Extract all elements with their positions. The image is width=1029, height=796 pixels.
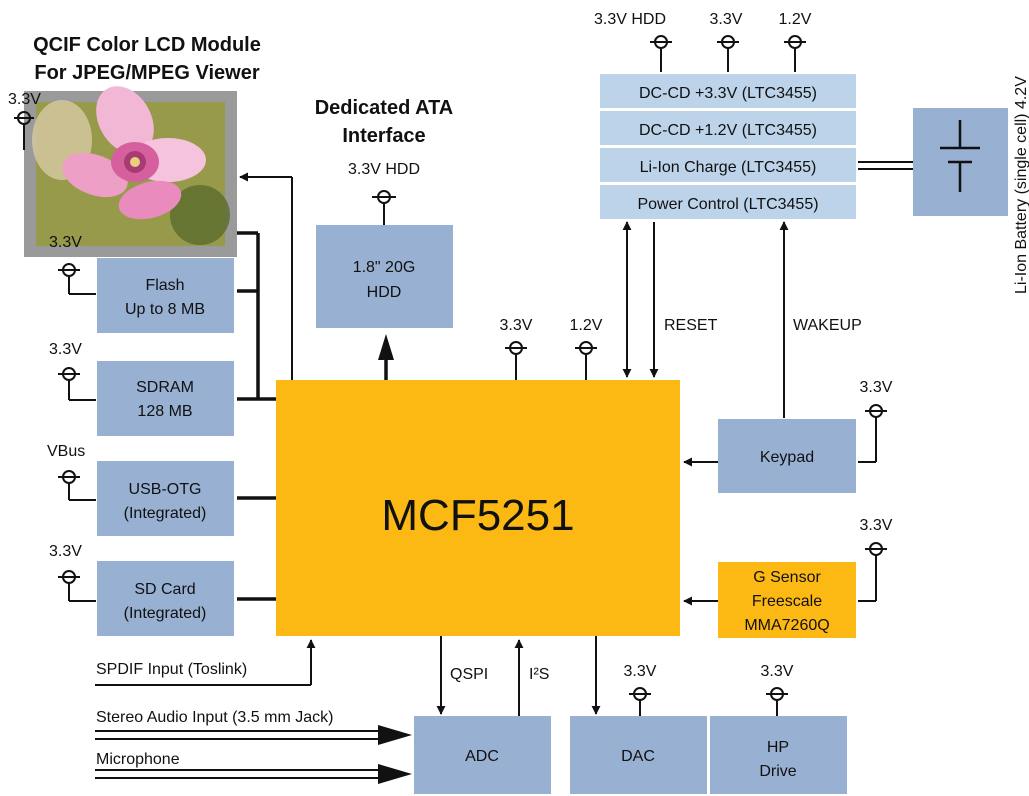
lcd-title-line2: For JPEG/MPEG Viewer (34, 62, 259, 84)
sd-card-block: SD Card (Integrated) (97, 561, 234, 636)
dac-block: DAC (570, 716, 707, 794)
battery-link (858, 161, 913, 170)
svg-text:3.3V: 3.3V (49, 234, 82, 251)
cpu-rail-12: 1.2V (570, 317, 603, 380)
power-row: DC-CD +1.2V (LTC3455) (639, 122, 817, 139)
power-tap-sdram: 3.3V (49, 341, 96, 401)
keypad-block: Keypad (718, 419, 856, 493)
svg-text:HDD: HDD (367, 284, 402, 301)
battery-label: Li-Ion Battery (single cell) 4.2V (1013, 76, 1029, 294)
usb-otg-block: USB-OTG (Integrated) (97, 461, 234, 536)
svg-text:USB-OTG: USB-OTG (129, 481, 202, 498)
svg-text:SD Card: SD Card (134, 581, 195, 598)
svg-text:Flash: Flash (145, 277, 184, 294)
svg-text:MMA7260Q: MMA7260Q (744, 617, 829, 634)
flash-block: Flash Up to 8 MB (97, 258, 234, 333)
svg-text:1.2V: 1.2V (779, 11, 812, 28)
lcd-title-line1: QCIF Color LCD Module (33, 34, 261, 56)
power-tap-hdd: 3.3V HDD (348, 161, 420, 225)
svg-text:128 MB: 128 MB (137, 403, 192, 420)
adc-block: ADC (414, 716, 551, 794)
battery-block (913, 108, 1008, 216)
power-tap-hp: 3.3V (761, 663, 794, 716)
svg-text:G Sensor: G Sensor (753, 569, 821, 586)
power-tap-flash: 3.3V (49, 234, 96, 295)
svg-text:SDRAM: SDRAM (136, 379, 194, 396)
power-management-block: DC-CD +3.3V (LTC3455) DC-CD +1.2V (LTC34… (600, 74, 856, 219)
svg-text:3.3V: 3.3V (49, 543, 82, 560)
svg-text:VBus: VBus (47, 443, 85, 460)
power-tap-sd: 3.3V (49, 543, 96, 602)
reset-label: RESET (664, 317, 718, 334)
hdd-block: 1.8" 20G HDD (316, 225, 453, 328)
ata-title-line2: Interface (342, 125, 425, 147)
power-row: DC-CD +3.3V (LTC3455) (639, 85, 817, 102)
i2s-label: I²S (529, 666, 549, 683)
svg-text:3.3V HDD: 3.3V HDD (594, 11, 666, 28)
cpu-label: MCF5251 (381, 491, 574, 540)
svg-text:Up to 8 MB: Up to 8 MB (125, 301, 205, 318)
ata-title-line1: Dedicated ATA (315, 97, 454, 119)
lcd-module (24, 86, 237, 257)
svg-text:Microphone: Microphone (96, 751, 180, 768)
svg-text:1.2V: 1.2V (570, 317, 603, 334)
svg-text:ADC: ADC (465, 748, 499, 765)
power-tap-keypad: 3.3V (858, 379, 893, 463)
svg-text:DAC: DAC (621, 748, 655, 765)
cpu-block: MCF5251 (276, 380, 680, 636)
spdif-label: SPDIF Input (Toslink) (96, 661, 247, 678)
svg-text:HP: HP (767, 739, 789, 756)
svg-text:3.3V HDD: 3.3V HDD (348, 161, 420, 178)
power-rails-top: 3.3V HDD 3.3V 1.2V (594, 11, 812, 72)
svg-text:3.3V: 3.3V (624, 663, 657, 680)
power-row: Power Control (LTC3455) (637, 196, 818, 213)
svg-text:3.3V: 3.3V (761, 663, 794, 680)
power-row: Li-Ion Charge (LTC3455) (640, 159, 817, 176)
svg-text:3.3V: 3.3V (860, 379, 893, 396)
svg-text:3.3V: 3.3V (500, 317, 533, 334)
svg-text:(Integrated): (Integrated) (124, 505, 207, 522)
svg-text:Keypad: Keypad (760, 449, 814, 466)
svg-text:Drive: Drive (759, 763, 796, 780)
qspi-label: QSPI (450, 666, 488, 683)
svg-text:3.3V: 3.3V (49, 341, 82, 358)
svg-text:Freescale: Freescale (752, 593, 822, 610)
power-tap-lcd: 3.3V (8, 91, 41, 150)
svg-text:(Integrated): (Integrated) (124, 605, 207, 622)
svg-text:Stereo Audio Input (3.5 mm Jac: Stereo Audio Input (3.5 mm Jack) (96, 709, 333, 726)
wakeup-label: WAKEUP (793, 317, 862, 334)
gsensor-block: G Sensor Freescale MMA7260Q (718, 562, 856, 638)
svg-text:3.3V: 3.3V (710, 11, 743, 28)
sdram-block: SDRAM 128 MB (97, 361, 234, 436)
power-tap-usb: VBus (47, 443, 96, 501)
hp-drive-block: HP Drive (710, 716, 847, 794)
svg-text:1.8" 20G: 1.8" 20G (353, 259, 416, 276)
stereo-audio-input: Stereo Audio Input (3.5 mm Jack) (95, 709, 412, 745)
power-tap-gsensor: 3.3V (858, 517, 893, 602)
memory-bus (237, 231, 276, 601)
power-tap-dac: 3.3V (624, 663, 657, 716)
ata-arrow (378, 334, 394, 380)
microphone-input: Microphone (95, 751, 412, 784)
svg-text:3.3V: 3.3V (8, 91, 41, 108)
cpu-rail-33: 3.3V (500, 317, 533, 380)
svg-text:3.3V: 3.3V (860, 517, 893, 534)
